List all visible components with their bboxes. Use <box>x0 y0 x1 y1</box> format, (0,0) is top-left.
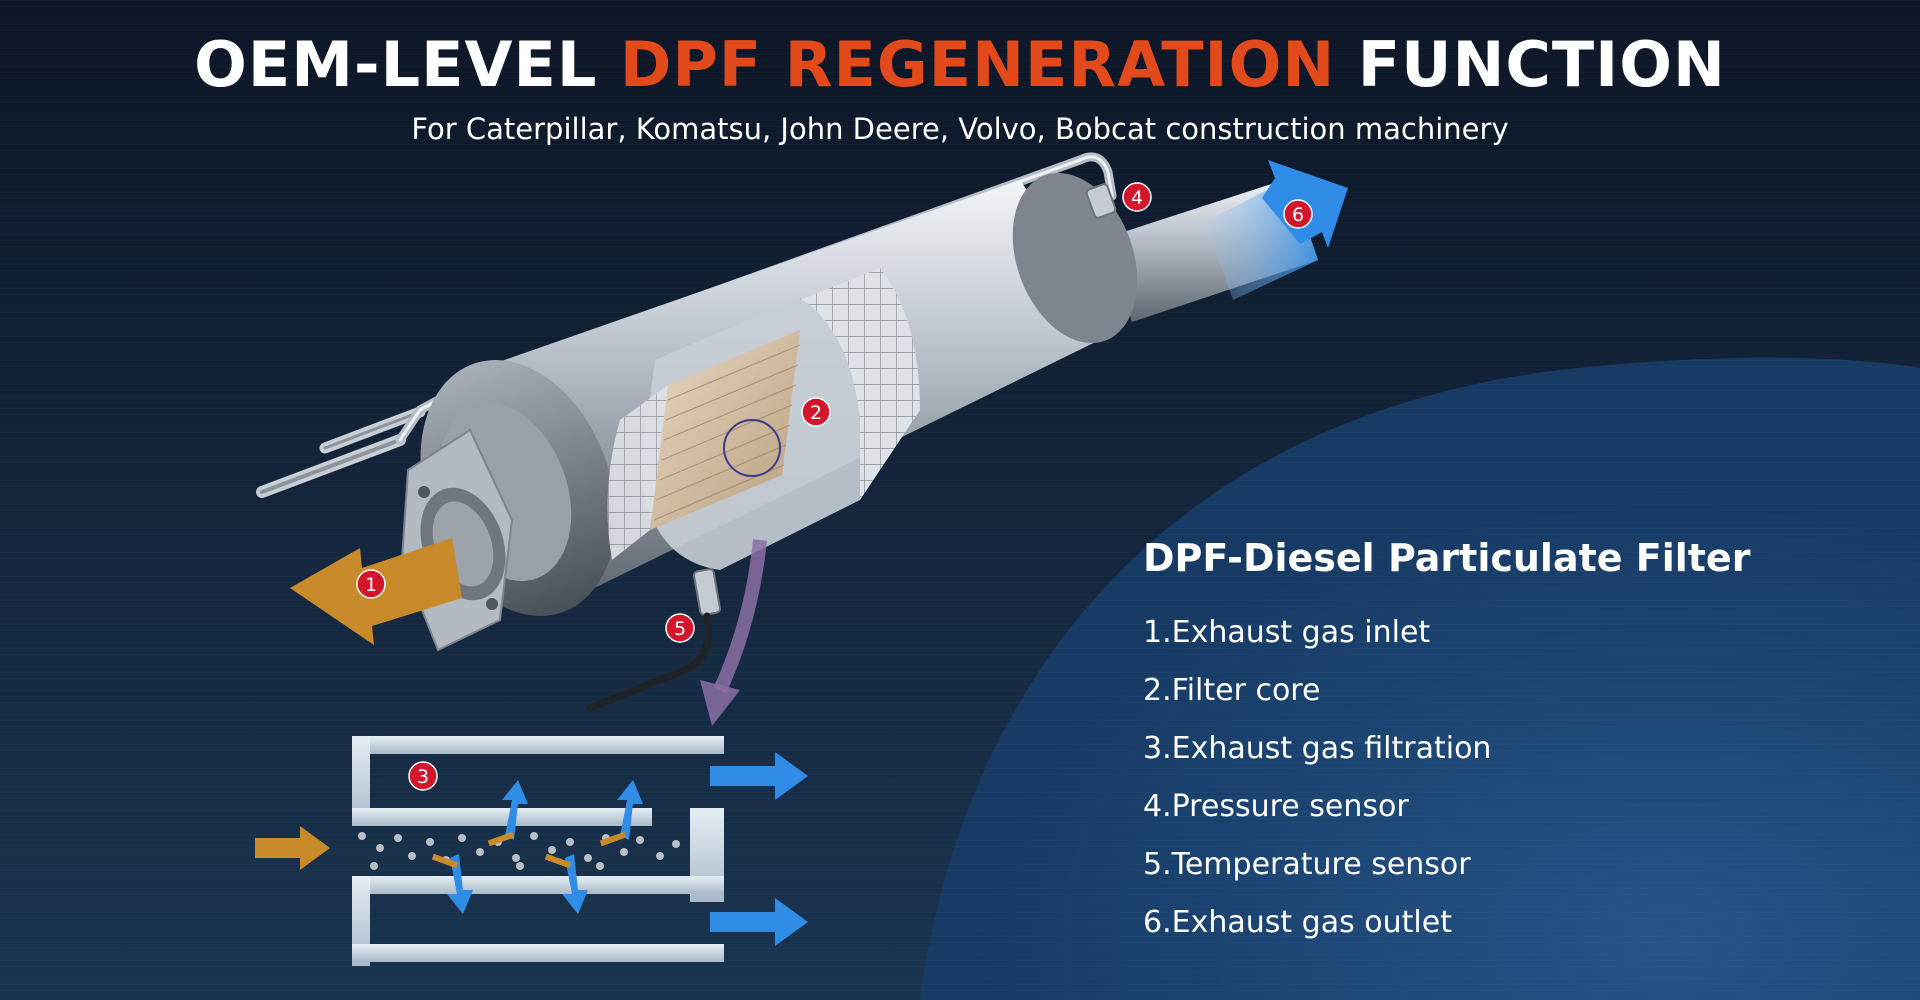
callout-1-label: 1 <box>365 574 377 596</box>
title-prefix: OEM-LEVEL <box>194 28 620 101</box>
soot-particles <box>358 832 680 870</box>
callout-4-label: 4 <box>1131 187 1143 209</box>
detail-inlet-arrow <box>255 826 330 870</box>
filtration-flow-arrow <box>713 539 767 693</box>
callout-4: 4 <box>1122 182 1152 212</box>
detail-outlet-arrow <box>710 898 808 946</box>
legend-item-filter-core: 2.Filter core <box>1143 673 1321 708</box>
callout-3: 3 <box>408 761 438 791</box>
legend-item-exhaust-gas-inlet: 1.Exhaust gas inlet <box>1143 615 1431 650</box>
channel-wall <box>352 736 370 826</box>
page-title: OEM-LEVEL DPF REGENERATION FUNCTION <box>0 28 1920 101</box>
callout-2: 2 <box>801 397 831 427</box>
legend-item-exhaust-gas-filtration: 3.Exhaust gas filtration <box>1143 731 1492 766</box>
cutaway <box>607 268 920 570</box>
title-suffix: FUNCTION <box>1335 28 1726 101</box>
title-highlight: DPF REGENERATION <box>619 28 1336 101</box>
legend-heading: DPF-Diesel Particulate Filter <box>1143 536 1751 580</box>
callout-1: 1 <box>356 569 386 599</box>
channel-wall <box>352 944 724 962</box>
pressure-sensor <box>1085 183 1117 219</box>
soot-deposits <box>431 831 627 869</box>
callout-6-label: 6 <box>1292 204 1304 226</box>
legend-item-temperature-sensor: 5.Temperature sensor <box>1143 847 1471 882</box>
legend-item-pressure-sensor: 4.Pressure sensor <box>1143 789 1409 824</box>
temperature-sensor <box>586 568 722 712</box>
channel-wall <box>352 876 370 966</box>
callout-6: 6 <box>1283 199 1313 229</box>
channel-wall <box>352 808 652 826</box>
filter-detail-marker <box>723 419 781 477</box>
channel-wall <box>352 876 724 894</box>
wall-flow-arrows <box>447 780 643 914</box>
page-subtitle: For Caterpillar, Komatsu, John Deere, Vo… <box>411 112 1509 146</box>
sensor-tubes <box>256 406 426 498</box>
legend-list: 1.Exhaust gas inlet 2.Filter core 3.Exha… <box>1143 604 1883 952</box>
legend-item-exhaust-gas-outlet: 6.Exhaust gas outlet <box>1143 905 1452 940</box>
callout-3-label: 3 <box>417 766 429 788</box>
legend-panel: DPF-Diesel Particulate Filter 1.Exhaust … <box>1143 536 1883 952</box>
filtration-diagram <box>255 736 808 966</box>
callout-5-label: 5 <box>674 618 686 640</box>
callout-2-label: 2 <box>810 402 822 424</box>
dpf-illustration <box>256 152 1318 726</box>
detail-outlet-arrow <box>710 752 808 800</box>
callout-5: 5 <box>665 613 695 643</box>
channel-wall <box>352 736 724 754</box>
